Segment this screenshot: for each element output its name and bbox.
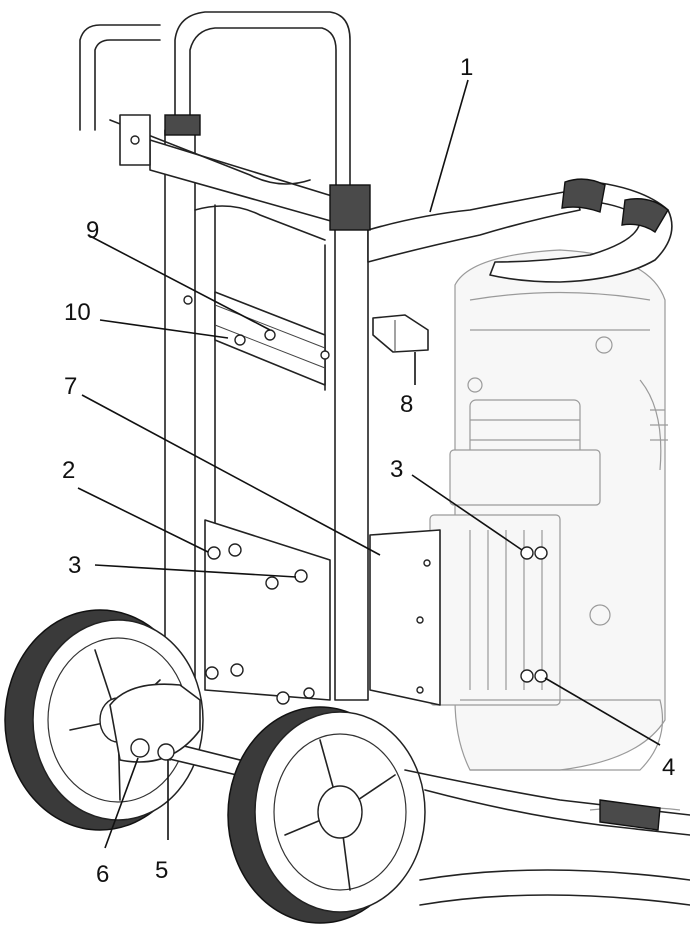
fasteners	[205, 334, 548, 705]
callout-5: 5	[155, 857, 168, 884]
cart-frame	[149, 129, 441, 706]
handle-bar	[367, 178, 673, 283]
callout-8: 8	[400, 391, 413, 418]
callout-3-left: 3	[68, 552, 81, 579]
callout-6: 6	[96, 861, 109, 888]
callouts: 1 2 3 3 4 5 6 7 8 9 10	[62, 54, 675, 888]
right-wheel	[227, 706, 426, 924]
callout-3-right: 3	[390, 456, 403, 483]
leader-lines	[77, 79, 661, 849]
base-frame	[404, 769, 690, 906]
callout-1: 1	[460, 54, 473, 81]
callout-9: 9	[86, 217, 99, 244]
callout-7: 7	[64, 373, 77, 400]
top-handle	[79, 11, 371, 231]
machine-body	[429, 249, 681, 811]
callout-4: 4	[662, 754, 675, 781]
callout-10: 10	[64, 299, 91, 326]
callout-2: 2	[62, 457, 75, 484]
